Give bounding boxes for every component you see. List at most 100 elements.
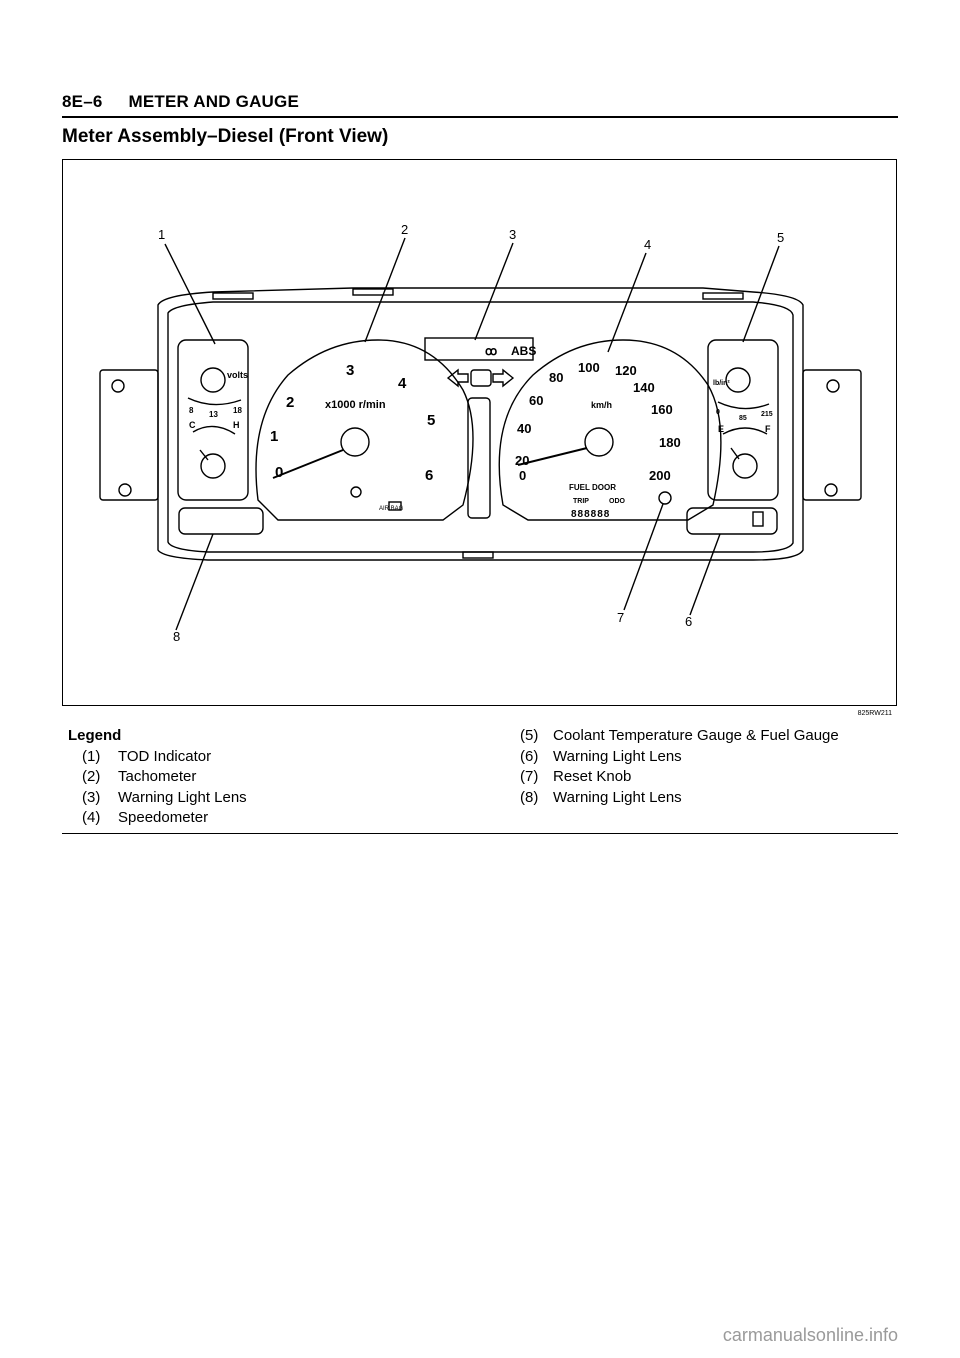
tachometer-needle: [272, 449, 344, 479]
odo-label: ODO: [609, 498, 626, 505]
speed-scale-200: 200: [649, 468, 671, 483]
fuel-empty-label: E: [718, 424, 724, 434]
speed-scale-160: 160: [651, 402, 673, 417]
oil-scale-85: 85: [739, 415, 747, 422]
temp-needle: [199, 449, 209, 461]
right-mount-hole-bottom: [824, 483, 838, 497]
volt-gauge-hub: [200, 367, 226, 393]
speed-scale-180: 180: [659, 435, 681, 450]
left-mount-hole-bottom: [118, 483, 132, 497]
meter-housing: [157, 287, 804, 561]
oil-scale-0: 0: [716, 409, 720, 416]
left-bracket: [99, 369, 159, 501]
tach-scale-6: 6: [425, 467, 433, 484]
speed-scale-20: 20: [515, 453, 529, 468]
brake-warning-icon: [350, 486, 362, 498]
center-indicator: [470, 369, 492, 387]
center-column: [467, 397, 491, 519]
legend-text: Reset Knob: [553, 768, 632, 785]
tach-scale-3: 3: [346, 362, 354, 379]
callout-7: 7: [617, 610, 624, 625]
legend-num: (5): [520, 727, 539, 744]
tachometer-face: [255, 339, 474, 521]
turn-left-arrow-icon: [446, 368, 469, 388]
fuel-door-label: FUEL DOOR: [569, 483, 616, 492]
battery-warning-icon: [388, 501, 402, 511]
figure-code: 825RW211: [857, 710, 892, 717]
oil-scale-215: 215: [761, 411, 773, 418]
temp-scale-arc: [192, 425, 236, 435]
turn-right-arrow-icon: [492, 368, 515, 388]
leader-line-4: [607, 252, 647, 353]
legend-num: (6): [520, 747, 539, 765]
speed-unit: km/h: [591, 400, 612, 410]
legend-text: Tachometer: [118, 768, 197, 785]
oil-pressure-label: lb/in²: [713, 380, 730, 387]
trip-label: TRIP: [573, 498, 589, 505]
right-bracket: [802, 369, 862, 501]
top-tab-1: [212, 292, 254, 300]
leader-line-3: [474, 242, 514, 341]
legend-title: Legend: [68, 727, 122, 744]
legend-num: (1): [82, 747, 101, 765]
speed-scale-100: 100: [578, 360, 600, 375]
right-gauge-panel: [707, 339, 779, 501]
tach-scale-2: 2: [286, 394, 294, 411]
legend-num: (8): [520, 788, 539, 806]
volts-scale-18: 18: [233, 406, 242, 415]
legend-item: (6) Warning Light Lens: [520, 747, 839, 768]
callout-1: 1: [158, 227, 165, 242]
leader-line-6: [689, 533, 721, 616]
speed-scale-0: 0: [519, 468, 526, 483]
speed-scale-120: 120: [615, 363, 637, 378]
oil-gauge-hub: [725, 367, 751, 393]
legend-item: (4)Speedometer: [68, 808, 247, 829]
right-mount-hole-top: [826, 379, 840, 393]
callout-2: 2: [401, 222, 408, 237]
fuel-gauge-hub: [732, 453, 758, 479]
page-title: Meter Assembly–Diesel (Front View): [62, 126, 389, 147]
volt-scale-arc: [187, 397, 242, 406]
legend-item: (3)Warning Light Lens: [68, 788, 247, 809]
speed-scale-40: 40: [517, 421, 531, 436]
leader-line-8: [175, 533, 214, 631]
temp-hot-label: H: [233, 420, 240, 430]
fuel-needle: [730, 447, 740, 460]
reset-knob[interactable]: [658, 491, 672, 505]
legend-right: (5)Coolant Temperature Gauge & Fuel Gaug…: [520, 726, 839, 808]
legend-text: Warning Light Lens: [553, 747, 682, 765]
volts-scale-8: 8: [189, 406, 194, 415]
fuel-scale-arc: [722, 427, 768, 435]
legend-text: TOD Indicator: [118, 747, 212, 765]
legend-item: (8) Warning Light Lens: [520, 788, 839, 809]
oil-scale-arc: [717, 401, 770, 410]
tach-scale-1: 1: [270, 428, 278, 445]
legend-left: Legend (1) TOD Indicator (2) Tachometer (3…: [68, 726, 247, 829]
volts-scale-13: 13: [209, 410, 218, 419]
legend-num: (7): [520, 768, 539, 785]
legend-text: Warning Light Lens: [553, 788, 682, 806]
callout-4: 4: [644, 237, 651, 252]
legend-num: (4): [82, 809, 101, 826]
abs-warning-lens: [424, 337, 534, 361]
leader-line-1: [164, 243, 216, 345]
speedometer-needle: [517, 447, 588, 466]
tachometer-hub: [340, 427, 370, 457]
legend-num: (2): [82, 768, 101, 785]
odo-display: 888888: [571, 509, 610, 520]
left-mount-hole-top: [111, 379, 125, 393]
speed-scale-80: 80: [549, 370, 563, 385]
header-rule: [62, 116, 898, 118]
watermark: carmanualsonline.info: [722, 1325, 898, 1345]
tach-scale-4: 4: [398, 375, 407, 392]
legend-item: (7) Reset Knob: [520, 767, 839, 788]
callout-5: 5: [777, 230, 784, 245]
callout-3: 3: [509, 227, 516, 242]
glow-plug-icon: ꝏ: [485, 344, 497, 358]
fuel-full-label: F: [765, 424, 771, 434]
speed-scale-60: 60: [529, 393, 543, 408]
speedometer-hub: [584, 427, 614, 457]
speedometer-face: [498, 339, 722, 521]
speed-scale-140: 140: [633, 380, 655, 395]
meter-illustration: volts 8 13 18 C H 0 1 2 3 4 5 6 x1000 r/…: [99, 222, 862, 644]
